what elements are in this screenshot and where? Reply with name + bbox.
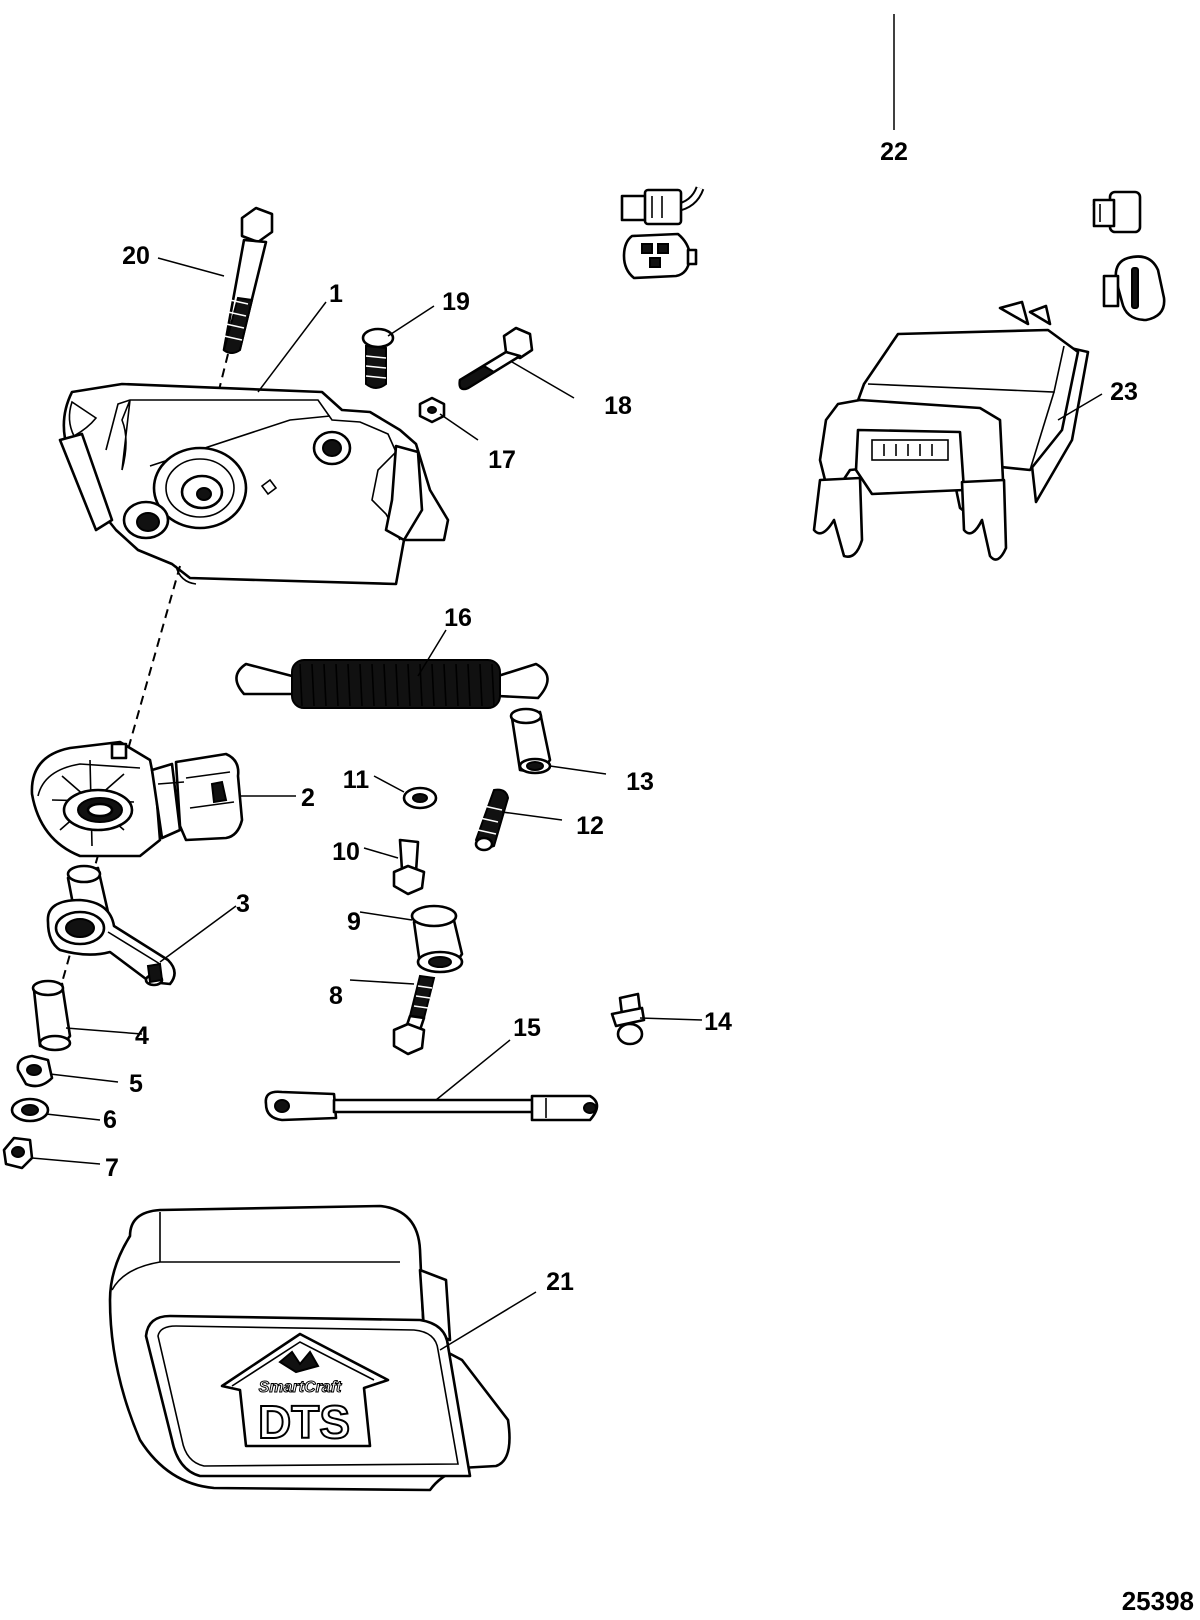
callout-10: 10 (332, 838, 360, 866)
part-4-spacer (31, 979, 72, 1052)
leader-lines (31, 14, 1103, 1351)
part-7-lock-nut (2, 1136, 34, 1170)
part-10-small-bolt (392, 838, 426, 896)
part-11-washer (402, 786, 438, 810)
part-3-lever-arm (46, 864, 176, 987)
leader-11 (373, 775, 405, 793)
leader-21 (439, 1291, 537, 1351)
callout-20: 20 (122, 242, 150, 270)
callout-2: 2 (301, 784, 315, 812)
callout-18: 18 (604, 392, 632, 420)
callout-11: 11 (343, 766, 370, 794)
leader-8 (349, 979, 415, 985)
callout-14: 14 (704, 1008, 732, 1036)
callout-6: 6 (103, 1106, 117, 1134)
part-15-link-rod (264, 1090, 599, 1122)
leader-3 (159, 905, 237, 963)
leader-15 (435, 1039, 511, 1101)
leader-20 (157, 257, 225, 277)
callout-16: 16 (444, 604, 472, 632)
callout-19: 19 (442, 288, 470, 316)
leader-12 (501, 811, 563, 821)
part-17-nut (418, 396, 446, 424)
callout-8: 8 (329, 982, 343, 1010)
part-6-washer (10, 1097, 50, 1123)
leader-16 (417, 629, 447, 677)
callout-numbers: 1 2 3 4 5 6 7 8 9 10 11 12 13 14 15 16 1… (103, 138, 1138, 1296)
callout-23: 23 (1110, 378, 1138, 406)
part-22-wiring-harness (620, 3, 1166, 322)
part-18-bolt (458, 326, 534, 391)
leader-1 (257, 301, 327, 393)
part-14-ball-stud (610, 992, 646, 1046)
part-16-spring (235, 659, 549, 709)
callout-3: 3 (236, 890, 250, 918)
leader-10 (363, 847, 399, 859)
leader-13 (549, 765, 607, 775)
leader-17 (439, 413, 479, 441)
leader-19 (387, 305, 435, 337)
part-12-set-screw (474, 788, 510, 852)
callout-21: 21 (546, 1268, 574, 1296)
part-9-bushing (410, 904, 464, 974)
callout-5: 5 (129, 1070, 143, 1098)
leader-5 (49, 1073, 119, 1083)
callout-12: 12 (576, 812, 604, 840)
leader-9 (359, 911, 413, 921)
part-5-tab-washer (16, 1054, 54, 1088)
callout-1: 1 (329, 280, 343, 308)
logo-brand-text: SmartCraft (259, 1379, 342, 1396)
callout-17: 17 (488, 446, 516, 474)
part-19-screw (361, 327, 395, 389)
part-13-sleeve (509, 707, 552, 775)
part-8-bolt (392, 974, 436, 1056)
leader-23 (1057, 393, 1103, 421)
callout-9: 9 (347, 908, 361, 936)
leader-18 (511, 361, 575, 399)
part-21-cover: SmartCraft DTS (108, 1204, 511, 1492)
leader-14 (639, 1017, 703, 1021)
callout-15: 15 (513, 1014, 541, 1042)
part-20-long-bolt (222, 206, 274, 354)
assembly-line-main (43, 565, 181, 1047)
part-2-position-sensor (30, 740, 244, 858)
callout-22: 22 (880, 138, 908, 166)
leader-4 (65, 1027, 143, 1035)
part-23-control-module (812, 300, 1090, 561)
part-1-mounting-bracket (58, 382, 450, 586)
logo-product-text: DTS (258, 1396, 350, 1448)
leader-6 (45, 1113, 101, 1121)
figure-number: 25398 (1122, 1586, 1194, 1616)
callout-13: 13 (626, 768, 654, 796)
callout-7: 7 (105, 1154, 119, 1182)
callout-4: 4 (135, 1022, 149, 1050)
leader-7 (31, 1157, 101, 1165)
